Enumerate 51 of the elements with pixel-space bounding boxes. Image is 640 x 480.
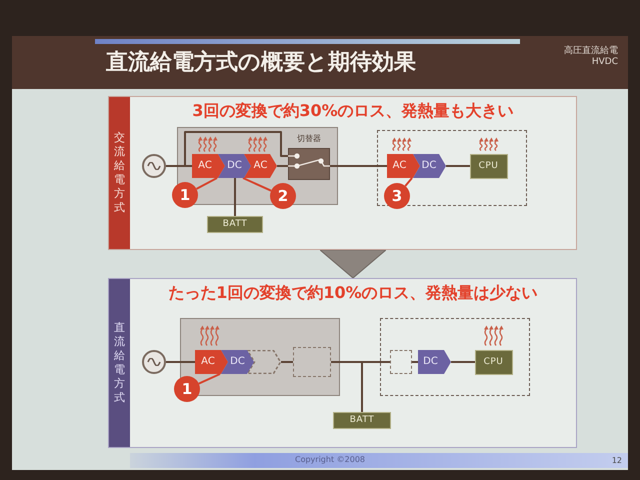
converter-block: DC: [418, 350, 450, 374]
callout-number: 1: [174, 376, 200, 402]
panel: [108, 278, 577, 448]
connector-line: [361, 362, 363, 412]
component-block: BATT: [333, 412, 391, 429]
converter-block: DC: [218, 154, 251, 178]
converter-block: AC: [386, 154, 420, 178]
component-block: CPU: [474, 350, 512, 374]
equipment-box: [180, 318, 340, 396]
side-tab: 直流給電方式: [109, 279, 130, 447]
callout-number: 3: [384, 183, 410, 209]
headline: 3回の変換で約30%のロス、発熱量も大きい: [192, 101, 514, 121]
connector-line: [185, 165, 192, 167]
converter-block: AC: [244, 154, 277, 178]
leader-line: [198, 373, 220, 385]
component-block: BATT: [207, 216, 263, 233]
connector-line: [412, 361, 418, 363]
leader-line: [242, 177, 272, 192]
dashed-frame: [380, 318, 530, 396]
leader-line: [196, 177, 218, 190]
connector-line: [234, 178, 236, 216]
connector-line: [281, 361, 293, 363]
converter-block: AC: [192, 154, 225, 178]
converter-block: DC: [412, 154, 446, 178]
component-block: CPU: [470, 154, 508, 178]
header-note: 高圧直流給電: [564, 46, 618, 57]
converter-block: DC: [221, 350, 254, 374]
connector-line: [331, 361, 362, 363]
panel: [108, 96, 577, 250]
dashed-placeholder: [293, 347, 331, 377]
leader-line: [404, 177, 413, 187]
callout-number: 1: [172, 182, 198, 208]
connector-line: [166, 361, 195, 363]
connector-line: [446, 165, 470, 167]
down-arrow: [320, 250, 386, 278]
dashed-placeholder: [390, 350, 412, 374]
page-number: 12: [612, 456, 622, 466]
connector-line: [330, 165, 387, 167]
source-circle: [142, 350, 166, 374]
source-circle: [142, 154, 166, 178]
footer-text: Copyright ©2008: [295, 455, 365, 465]
connector-line: [277, 165, 288, 167]
connector-line: [362, 361, 390, 363]
side-tab: 交流給電方式: [109, 97, 130, 249]
slide-title: 直流給電方式の概要と期待効果: [106, 49, 416, 77]
connector-line: [451, 361, 475, 363]
header-note: HVDC: [592, 57, 618, 68]
headline: たった1回の変換で約10%のロス、発熱量は少ない: [168, 283, 538, 303]
dashed-placeholder: [247, 350, 281, 374]
switch-label: 切替器: [297, 133, 321, 144]
converter-block: AC: [195, 350, 228, 374]
